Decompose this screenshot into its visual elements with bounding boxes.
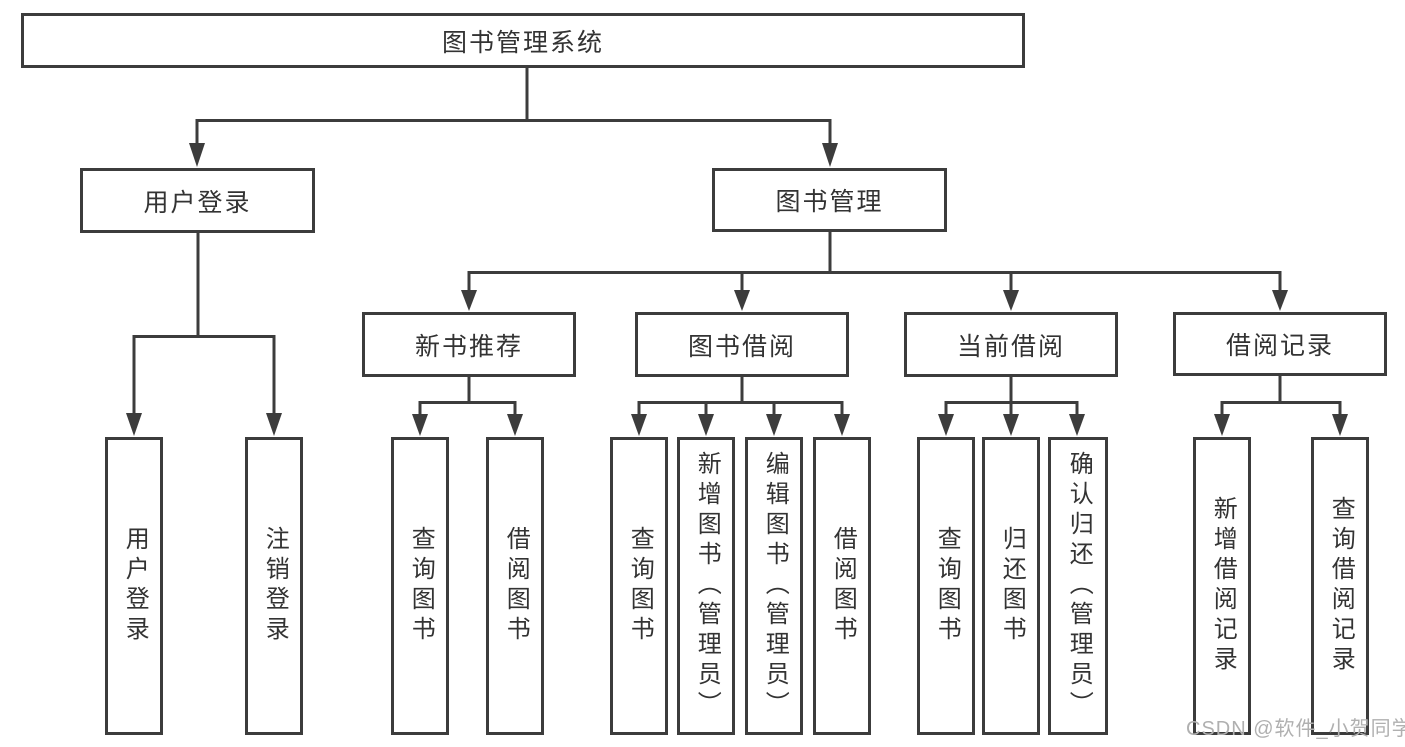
leaf-edit-book-admin: 编辑图书（管理员） xyxy=(745,437,803,735)
leaf-borrow-books-recommend-label: 借阅图书 xyxy=(502,526,530,646)
node-book-management-label: 图书管理 xyxy=(775,188,884,216)
node-user-login-label: 用户登录 xyxy=(143,188,252,217)
node-current-borrow-label: 当前借阅 xyxy=(956,332,1065,361)
node-new-book-recommend: 新书推荐 xyxy=(362,312,576,377)
leaf-logout-label: 注销登录 xyxy=(261,526,289,646)
leaf-borrow-books-borrow-label: 借阅图书 xyxy=(829,526,857,646)
leaf-query-borrow-record-label: 查询借阅记录 xyxy=(1327,496,1355,676)
node-book-borrow: 图书借阅 xyxy=(635,312,849,377)
leaf-add-borrow-record-label: 新增借阅记录 xyxy=(1209,496,1237,676)
leaf-user-login: 用户登录 xyxy=(105,437,163,735)
leaf-query-books-recommend: 查询图书 xyxy=(391,437,449,735)
leaf-return-book-label: 归还图书 xyxy=(998,526,1026,646)
leaf-user-login-label: 用户登录 xyxy=(121,526,149,646)
node-root: 图书管理系统 xyxy=(21,13,1025,68)
connector-arrowheads xyxy=(126,143,1348,436)
node-new-book-recommend-label: 新书推荐 xyxy=(414,332,523,361)
leaf-query-books-recommend-label: 查询图书 xyxy=(407,526,435,646)
leaf-add-book-admin-label: 新增图书（管理员） xyxy=(693,451,721,721)
leaf-return-book: 归还图书 xyxy=(982,437,1040,735)
node-borrow-records: 借阅记录 xyxy=(1173,312,1387,376)
node-user-login: 用户登录 xyxy=(80,168,315,233)
node-current-borrow: 当前借阅 xyxy=(904,312,1118,377)
node-borrow-records-label: 借阅记录 xyxy=(1225,332,1334,360)
leaf-confirm-return-admin-label: 确认归还（管理员） xyxy=(1065,451,1093,721)
leaf-query-borrow-record: 查询借阅记录 xyxy=(1311,437,1369,735)
leaf-query-books-borrow-label: 查询图书 xyxy=(626,526,654,646)
leaf-add-book-admin: 新增图书（管理员） xyxy=(677,437,735,735)
leaf-query-books-current-label: 查询图书 xyxy=(933,526,961,646)
node-book-borrow-label: 图书借阅 xyxy=(687,332,796,361)
leaf-logout: 注销登录 xyxy=(245,437,303,735)
leaf-query-books-current: 查询图书 xyxy=(917,437,975,735)
node-book-management: 图书管理 xyxy=(712,168,947,232)
leaf-edit-book-admin-label: 编辑图书（管理员） xyxy=(761,451,789,721)
node-root-label: 图书管理系统 xyxy=(441,28,604,57)
leaf-query-books-borrow: 查询图书 xyxy=(610,437,668,735)
leaf-borrow-books-recommend: 借阅图书 xyxy=(486,437,544,735)
leaf-add-borrow-record: 新增借阅记录 xyxy=(1193,437,1251,735)
leaf-borrow-books-borrow: 借阅图书 xyxy=(813,437,871,735)
csdn-watermark: CSDN @软件_小贺同学 xyxy=(1186,718,1405,740)
leaf-confirm-return-admin: 确认归还（管理员） xyxy=(1048,437,1108,735)
